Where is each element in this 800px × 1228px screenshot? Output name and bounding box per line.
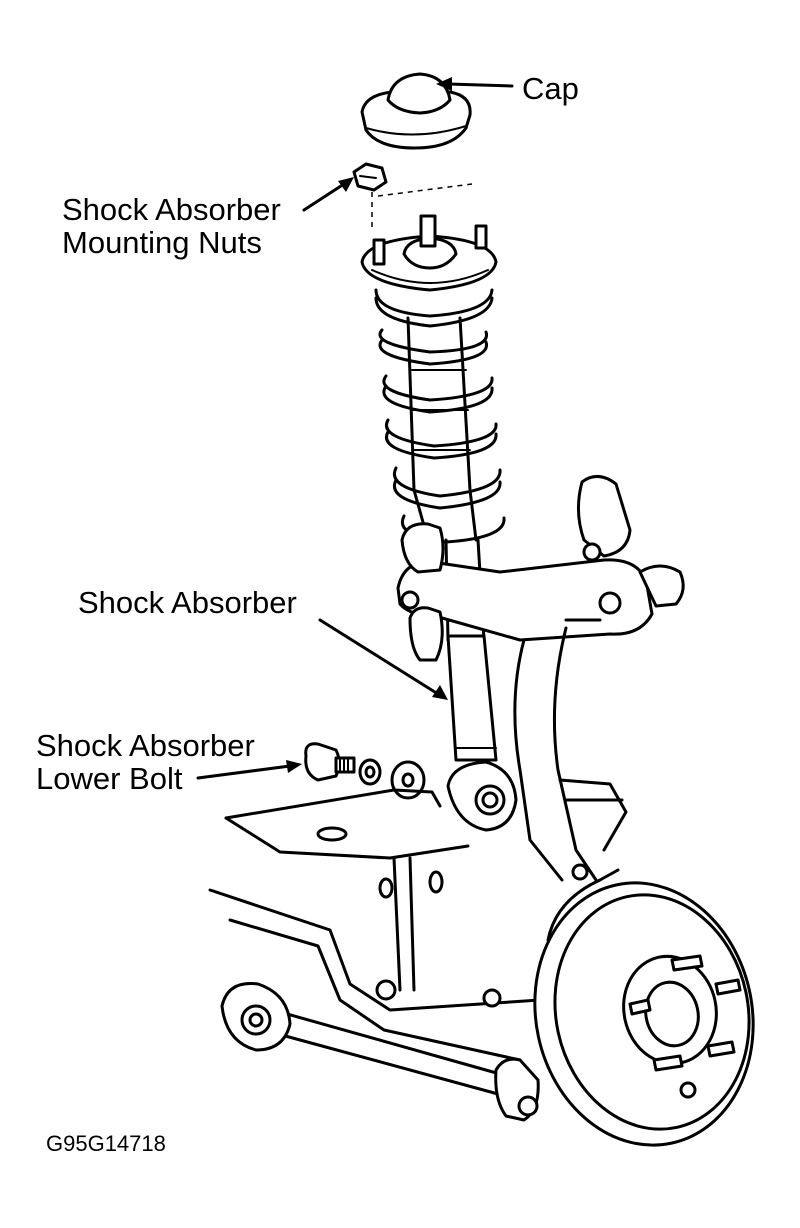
shock-absorber-label: Shock Absorber — [78, 585, 297, 620]
lower-bolt-label: Shock Absorber Lower Bolt — [36, 728, 255, 796]
mounting-nut-part — [352, 162, 388, 192]
hub-assembly-part — [533, 863, 755, 1147]
mounting-nuts-label: Shock Absorber Mounting Nuts — [62, 192, 281, 260]
cap-label: Cap — [522, 71, 579, 106]
lower-link-part — [220, 981, 540, 1122]
lower-bolt-part — [304, 742, 426, 800]
knuckle-part — [513, 618, 602, 882]
cap-part — [360, 72, 472, 150]
figure-id: G95G14718 — [46, 1131, 166, 1156]
upper-mount-part — [360, 214, 498, 292]
subframe-part — [208, 778, 628, 1062]
lower-eye-part — [446, 760, 518, 832]
leader-arrows — [196, 77, 514, 780]
coil-spring-part — [374, 288, 506, 544]
upper-control-arm-part — [396, 475, 685, 662]
